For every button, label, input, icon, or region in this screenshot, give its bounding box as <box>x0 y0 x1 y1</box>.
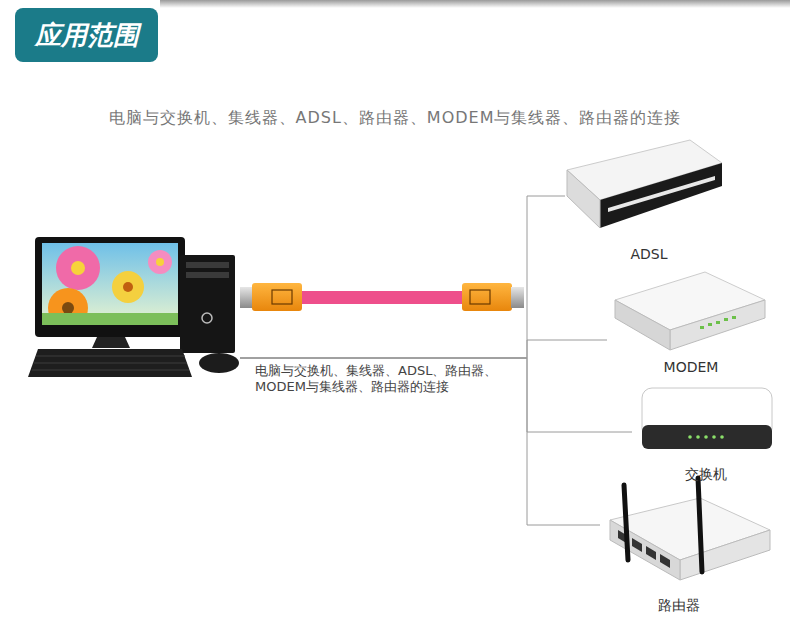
device-node: 路由器 <box>600 478 758 615</box>
connector-line <box>240 196 565 358</box>
router-figure <box>610 478 770 580</box>
computer-node: 电脑与交换机、集线器、ADSL、路由器、MODEM与集线器、路由器的连接 <box>28 235 240 378</box>
figure-space <box>600 478 758 595</box>
connector-line <box>240 358 600 525</box>
connector-line <box>240 358 632 432</box>
connection-note: 电脑与交换机、集线器、ADSL、路由器、MODEM与集线器、路由器的连接 <box>255 363 517 395</box>
adsl-figure <box>567 140 722 228</box>
device-label: 路由器 <box>600 595 758 615</box>
top-shadow <box>160 0 790 8</box>
figure-space <box>565 138 733 244</box>
device-label: MODEM <box>607 357 775 377</box>
title-band: 应用范围 <box>15 8 158 62</box>
figure-space <box>607 272 775 357</box>
device-label: 交换机 <box>632 464 780 484</box>
device-node: ADSL <box>565 138 733 264</box>
network-cable <box>240 283 524 311</box>
computer-figure <box>28 237 239 377</box>
subtitle-text: 电脑与交换机、集线器、ADSL、路由器、MODEM与集线器、路由器的连接 <box>0 107 790 129</box>
device-node: MODEM <box>607 272 775 377</box>
modem-figure <box>615 272 765 350</box>
title-text: 应用范围 <box>15 8 158 62</box>
figure-space <box>632 383 780 464</box>
switch-figure <box>642 388 772 449</box>
device-label: ADSL <box>565 244 733 264</box>
device-node: 交换机 <box>632 383 780 484</box>
connector-line <box>240 340 607 358</box>
